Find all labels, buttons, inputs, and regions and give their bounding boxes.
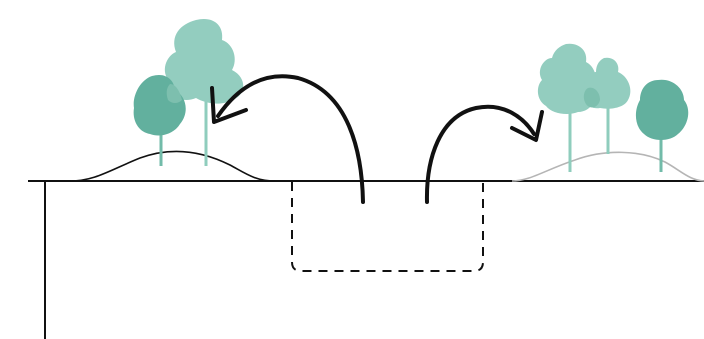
tree-canopy-dark (636, 80, 688, 140)
tree-icon (134, 19, 244, 166)
curved-arrow-icon (212, 76, 363, 202)
arrow-right-curve (427, 107, 534, 202)
excavation-pit-outline (292, 182, 483, 271)
soil-mound-left (70, 151, 275, 181)
soil-mound-right (512, 152, 704, 181)
curved-arrow-icon (427, 107, 542, 202)
